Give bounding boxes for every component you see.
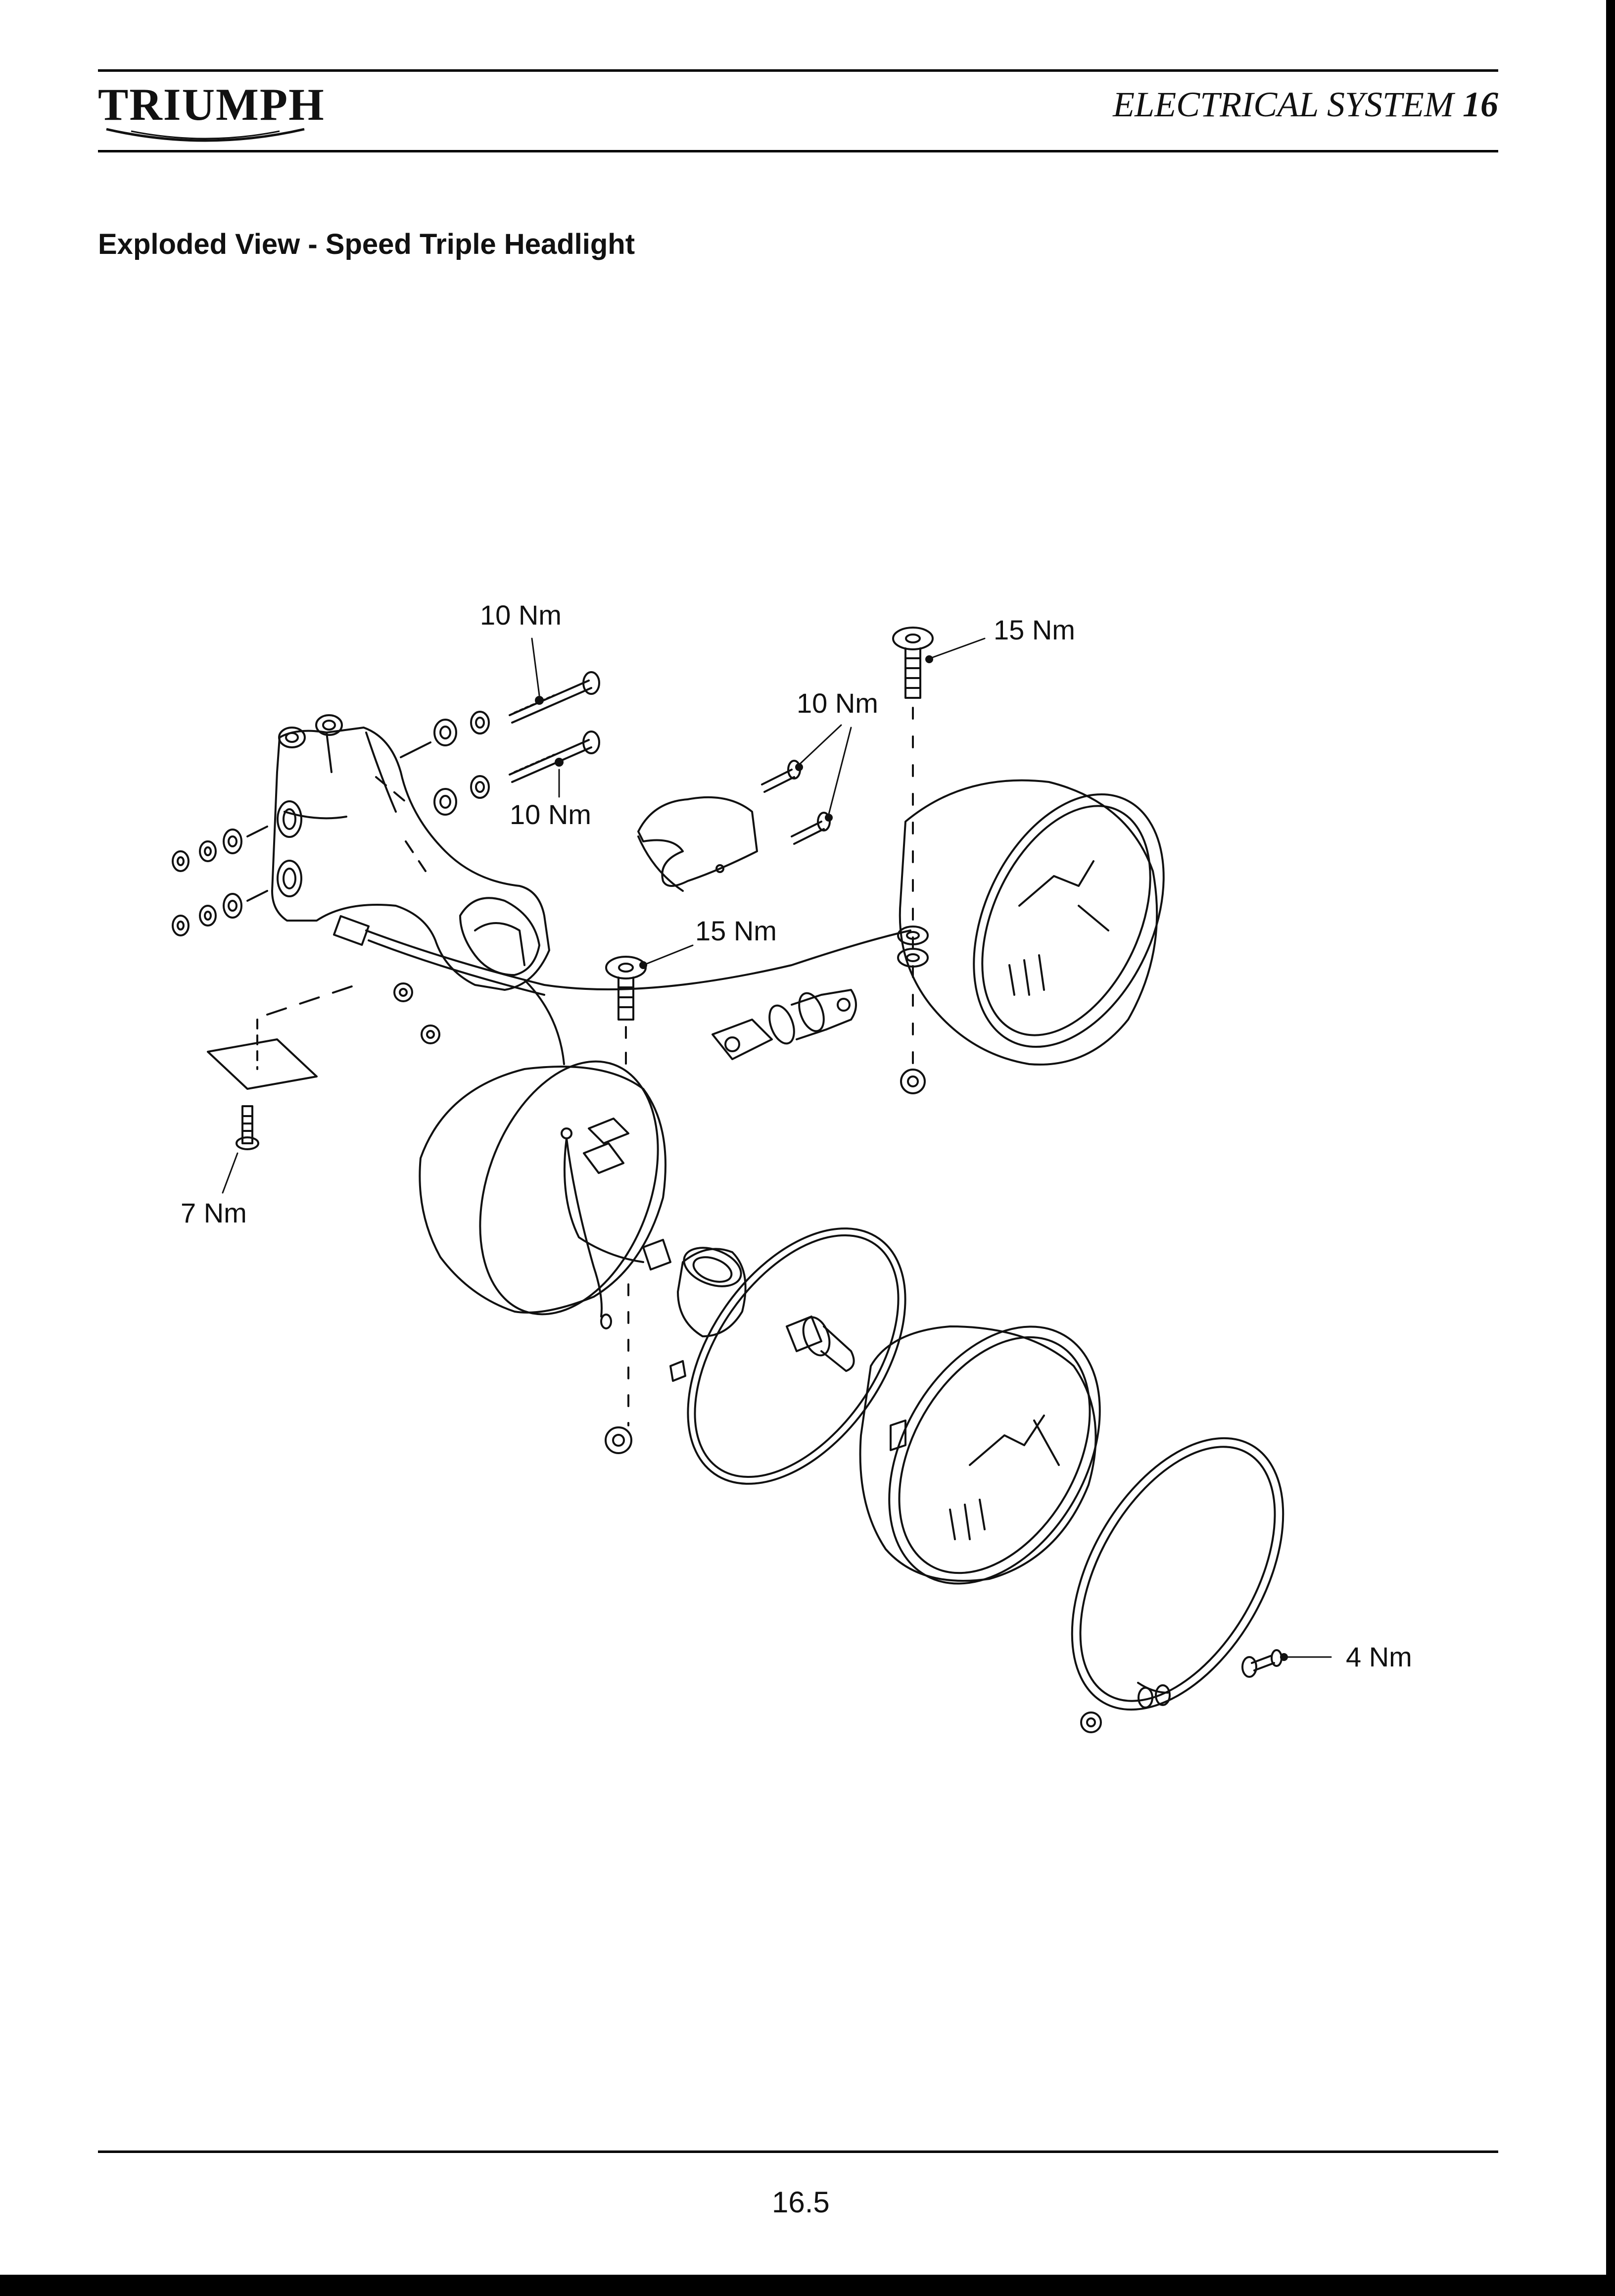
rear-shell-left xyxy=(419,1060,671,1329)
torque-label-mount-bolt-center: 15 Nm xyxy=(695,915,777,946)
brand-logo: TRIUMPH xyxy=(98,79,325,130)
torque-label-bolt-lower: 10 Nm xyxy=(510,799,591,830)
rim-screw xyxy=(1241,1649,1332,1678)
wiring-connector xyxy=(332,915,911,1065)
page-heading: Exploded View - Speed Triple Headlight xyxy=(98,228,635,260)
torque-label-bolt-upper: 10 Nm xyxy=(480,599,562,631)
headlight-bulb xyxy=(786,1316,855,1372)
bracket-bushings xyxy=(278,714,343,748)
logo-swoosh-icon xyxy=(106,128,305,142)
section-title-text: ELECTRICAL SYSTEM xyxy=(1113,85,1454,124)
torque-label-rim-screw: 4 Nm xyxy=(1346,1641,1412,1672)
mounting-plate xyxy=(207,984,357,1194)
rear-shell-right xyxy=(899,779,1165,1066)
section-number: 16 xyxy=(1463,85,1498,124)
leader-bolt-upper xyxy=(531,637,540,696)
damper-link xyxy=(712,989,857,1060)
sealing-ring xyxy=(687,1227,906,1485)
headlight-unit xyxy=(859,1325,1101,1585)
torque-label-mount-bolt-right: 15 Nm xyxy=(994,614,1075,645)
shell-nut xyxy=(605,1283,632,1454)
bracket-bolt-lower xyxy=(433,731,600,816)
header-rule-bottom xyxy=(98,150,1498,152)
headlight-bracket xyxy=(271,727,550,991)
header-rule-top xyxy=(98,69,1498,72)
bracket-nuts xyxy=(393,982,440,1044)
page-number: 16.5 xyxy=(772,2186,830,2219)
torque-label-screw-pair: 10 Nm xyxy=(797,687,878,719)
bulb-holder xyxy=(669,1247,747,1382)
small-screw-pair xyxy=(761,724,852,845)
footer-rule xyxy=(98,2150,1498,2153)
page-edge-right xyxy=(1606,0,1615,2296)
mount-bolt-center xyxy=(605,944,694,1070)
left-washer-stack xyxy=(172,826,268,936)
trim-rim xyxy=(1071,1437,1284,1711)
mount-bolt-right xyxy=(892,627,986,1094)
clamp-shell xyxy=(637,796,758,892)
rim-nut xyxy=(1080,1711,1102,1733)
page-edge-bottom xyxy=(0,2275,1615,2296)
torque-label-plate-screw: 7 Nm xyxy=(181,1197,247,1228)
bracket-bolt-upper xyxy=(400,671,600,758)
